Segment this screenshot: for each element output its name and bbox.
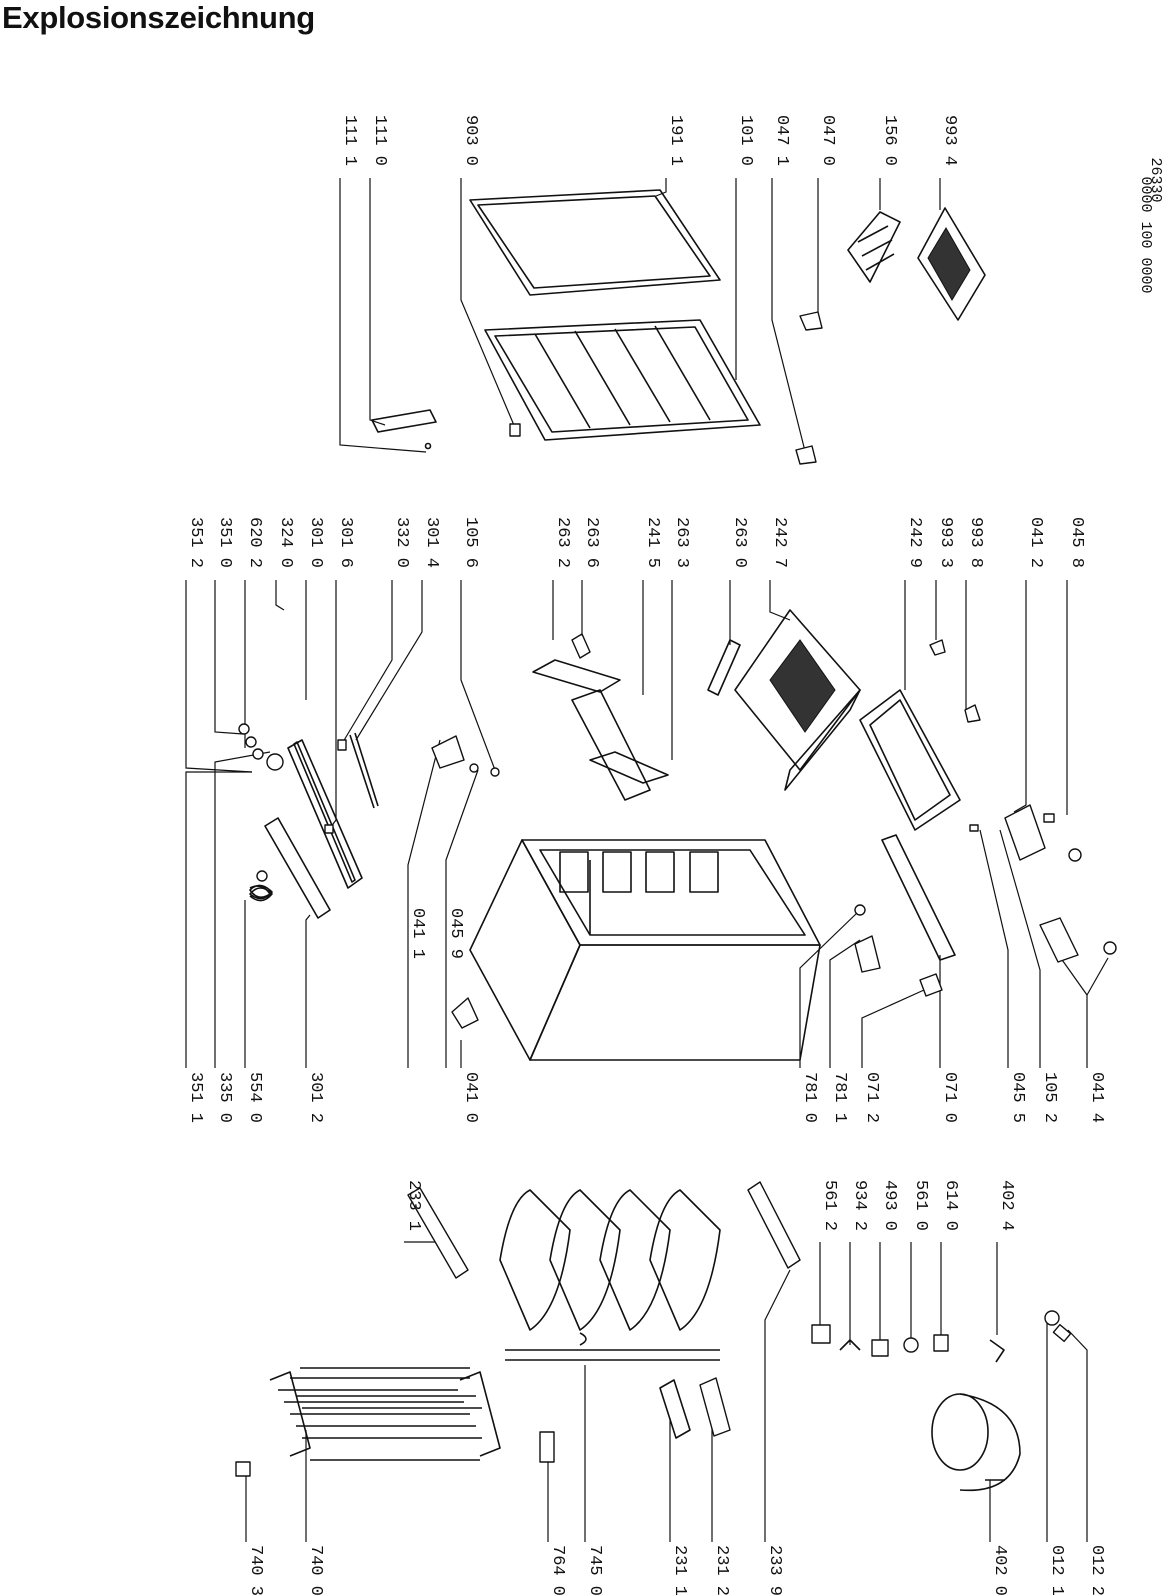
part-label-561-0: 561 0 bbox=[911, 1180, 930, 1231]
part-label-554-0: 554 0 bbox=[245, 1072, 264, 1123]
part-label-993-8: 993 8 bbox=[966, 517, 985, 568]
drawing-code: 26330 0000 100 0000 bbox=[1137, 157, 1164, 293]
part-label-045-8: 045 8 bbox=[1067, 517, 1086, 568]
part-label-614-0: 614 0 bbox=[941, 1180, 960, 1231]
control-panel bbox=[238, 723, 379, 919]
part-number-labels: 111 1 111 0 903 0 191 1 101 0 047 1 047 0 156 0… bbox=[186, 115, 1106, 1595]
cabinet bbox=[431, 735, 821, 1061]
part-label-263-2: 263 2 bbox=[553, 517, 572, 568]
part-label-231-1: 231 1 bbox=[670, 1545, 689, 1595]
refrigeration-system bbox=[235, 1181, 1072, 1492]
part-label-324-0: 324 0 bbox=[276, 517, 295, 568]
part-label-241-5: 241 5 bbox=[643, 517, 662, 568]
part-label-263-3: 263 3 bbox=[672, 517, 691, 568]
part-label-620-2: 620 2 bbox=[245, 517, 264, 568]
part-label-105-6: 105 6 bbox=[461, 517, 480, 568]
page-title: Explosionszeichnung bbox=[2, 0, 315, 35]
part-label-402-4: 402 4 bbox=[997, 1180, 1016, 1231]
part-label-047-1: 047 1 bbox=[772, 115, 791, 166]
part-label-041-0: 041 0 bbox=[461, 1072, 480, 1123]
part-label-934-2: 934 2 bbox=[850, 1180, 869, 1231]
part-label-493-0: 493 0 bbox=[880, 1180, 899, 1231]
part-label-012-2: 012 2 bbox=[1087, 1545, 1106, 1595]
part-label-301-2: 301 2 bbox=[306, 1072, 325, 1123]
part-label-231-2: 231 2 bbox=[712, 1545, 731, 1595]
compressor bbox=[931, 1393, 1021, 1492]
part-label-045-9: 045 9 bbox=[446, 908, 465, 959]
part-label-993-3: 993 3 bbox=[936, 517, 955, 568]
part-label-105-2: 105 2 bbox=[1040, 1072, 1059, 1123]
part-label-047-0: 047 0 bbox=[818, 115, 837, 166]
part-label-012-1: 012 1 bbox=[1047, 1545, 1066, 1595]
part-label-045-5: 045 5 bbox=[1008, 1072, 1027, 1123]
part-label-740-3: 740 3 bbox=[246, 1545, 265, 1595]
part-label-351-0: 351 0 bbox=[215, 517, 234, 568]
part-label-242-7: 242 7 bbox=[770, 517, 789, 568]
part-label-041-1: 041 1 bbox=[408, 908, 427, 959]
part-label-740-0: 740 0 bbox=[306, 1545, 325, 1595]
part-label-263-0: 263 0 bbox=[730, 517, 749, 568]
part-label-335-0: 335 0 bbox=[215, 1072, 234, 1123]
part-label-111-0: 111 0 bbox=[370, 115, 389, 166]
part-label-156-0: 156 0 bbox=[880, 115, 899, 166]
part-label-191-1: 191 1 bbox=[666, 115, 685, 166]
part-label-041-4: 041 4 bbox=[1087, 1072, 1106, 1123]
part-label-781-0: 781 0 bbox=[800, 1072, 819, 1123]
interior-fittings bbox=[532, 609, 1117, 997]
evaporator bbox=[499, 1189, 721, 1361]
drawing-code-sub: 0000 100 0000 bbox=[1137, 176, 1154, 293]
part-label-041-2: 041 2 bbox=[1026, 517, 1045, 568]
part-label-071-2: 071 2 bbox=[862, 1072, 881, 1123]
part-label-101-0: 101 0 bbox=[736, 115, 755, 166]
part-label-781-1: 781 1 bbox=[830, 1072, 849, 1123]
part-label-745-0: 745 0 bbox=[585, 1545, 604, 1595]
part-label-993-4: 993 4 bbox=[940, 115, 959, 166]
part-label-111-1: 111 1 bbox=[340, 115, 359, 166]
part-label-263-6: 263 6 bbox=[582, 517, 601, 568]
part-label-764-0: 764 0 bbox=[548, 1545, 567, 1595]
part-label-233-9: 233 9 bbox=[765, 1545, 784, 1595]
part-label-351-1: 351 1 bbox=[186, 1072, 205, 1123]
condenser bbox=[235, 1367, 501, 1477]
part-label-242-9: 242 9 bbox=[905, 517, 924, 568]
part-label-332-0: 332 0 bbox=[392, 517, 411, 568]
part-label-903-0: 903 0 bbox=[461, 115, 480, 166]
part-label-561-2: 561 2 bbox=[820, 1180, 839, 1231]
part-label-301-6: 301 6 bbox=[336, 517, 355, 568]
leader-lines bbox=[185, 178, 1109, 1542]
part-label-301-4: 301 4 bbox=[422, 517, 441, 568]
drawing-code-number: 26330 bbox=[1147, 157, 1164, 202]
part-label-301-0: 301 0 bbox=[306, 517, 325, 568]
door-assembly bbox=[371, 189, 986, 465]
part-label-402-0: 402 0 bbox=[990, 1545, 1009, 1595]
part-label-351-2: 351 2 bbox=[186, 517, 205, 568]
part-label-071-0: 071 0 bbox=[940, 1072, 959, 1123]
part-label-233-1: 233 1 bbox=[404, 1180, 423, 1231]
